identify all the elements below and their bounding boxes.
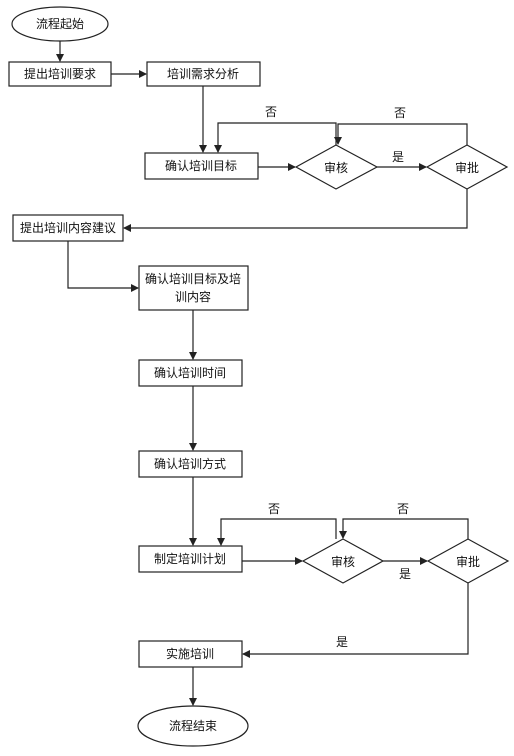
make-plan-box [138,545,243,573]
edge-label-approve1-no: 否 [394,106,406,120]
implement-box [138,640,243,668]
arrow-review1-reject [214,122,337,153]
edge-label-review2-no: 否 [268,502,280,516]
confirm-goal-content-label-line2: 训内容 [175,289,211,304]
arrow-proposal-to-confirm-content [67,241,139,292]
review-diamond-1-label: 审核 [324,160,348,175]
approve-diamond-1 [425,144,509,190]
approve-diamond-2-label: 审批 [456,554,480,569]
content-proposal-label: 提出培训内容建议 [20,220,116,235]
submit-requirements-label: 提出培训要求 [24,66,96,81]
edge-label-approve2-yes: 是 [336,635,348,649]
edge-label-approve2-no: 否 [397,502,409,516]
needs-analysis-label: 培训需求分析 [167,66,239,81]
confirm-goal-box [144,152,259,180]
approve-diamond-1-label: 审批 [455,160,479,175]
end-node-label: 流程结束 [169,718,217,733]
end-node [137,705,249,747]
confirm-goal-content-label-line1: 确认培训目标及培 [145,271,241,286]
arrow-approve1-reject [334,123,468,145]
arrow-approve2-to-implement [242,583,469,658]
review-diamond-2-label: 审核 [331,554,355,569]
arrow-approve1-to-proposal [123,189,468,232]
confirm-goal-label: 确认培训目标 [165,158,237,173]
confirm-goal-content-box [138,265,249,311]
arrow-approve2-reject [339,518,469,539]
edge-label-review1-yes: 是 [392,150,404,164]
confirm-time-box [138,359,243,387]
needs-analysis-box [146,61,261,87]
implement-label: 实施培训 [166,646,214,661]
confirm-method-label: 确认培训方式 [154,456,226,471]
approve-diamond-2 [426,538,510,584]
confirm-method-box [138,450,243,478]
start-node-label: 流程起始 [36,16,84,31]
confirm-time-label: 确认培训时间 [154,365,226,380]
edge-label-review1-no: 否 [265,105,277,119]
make-plan-label: 制定培训计划 [154,551,226,566]
arrow-review2-reject [217,518,337,546]
submit-requirements-box [8,61,112,87]
edge-label-review2-yes: 是 [399,567,411,581]
